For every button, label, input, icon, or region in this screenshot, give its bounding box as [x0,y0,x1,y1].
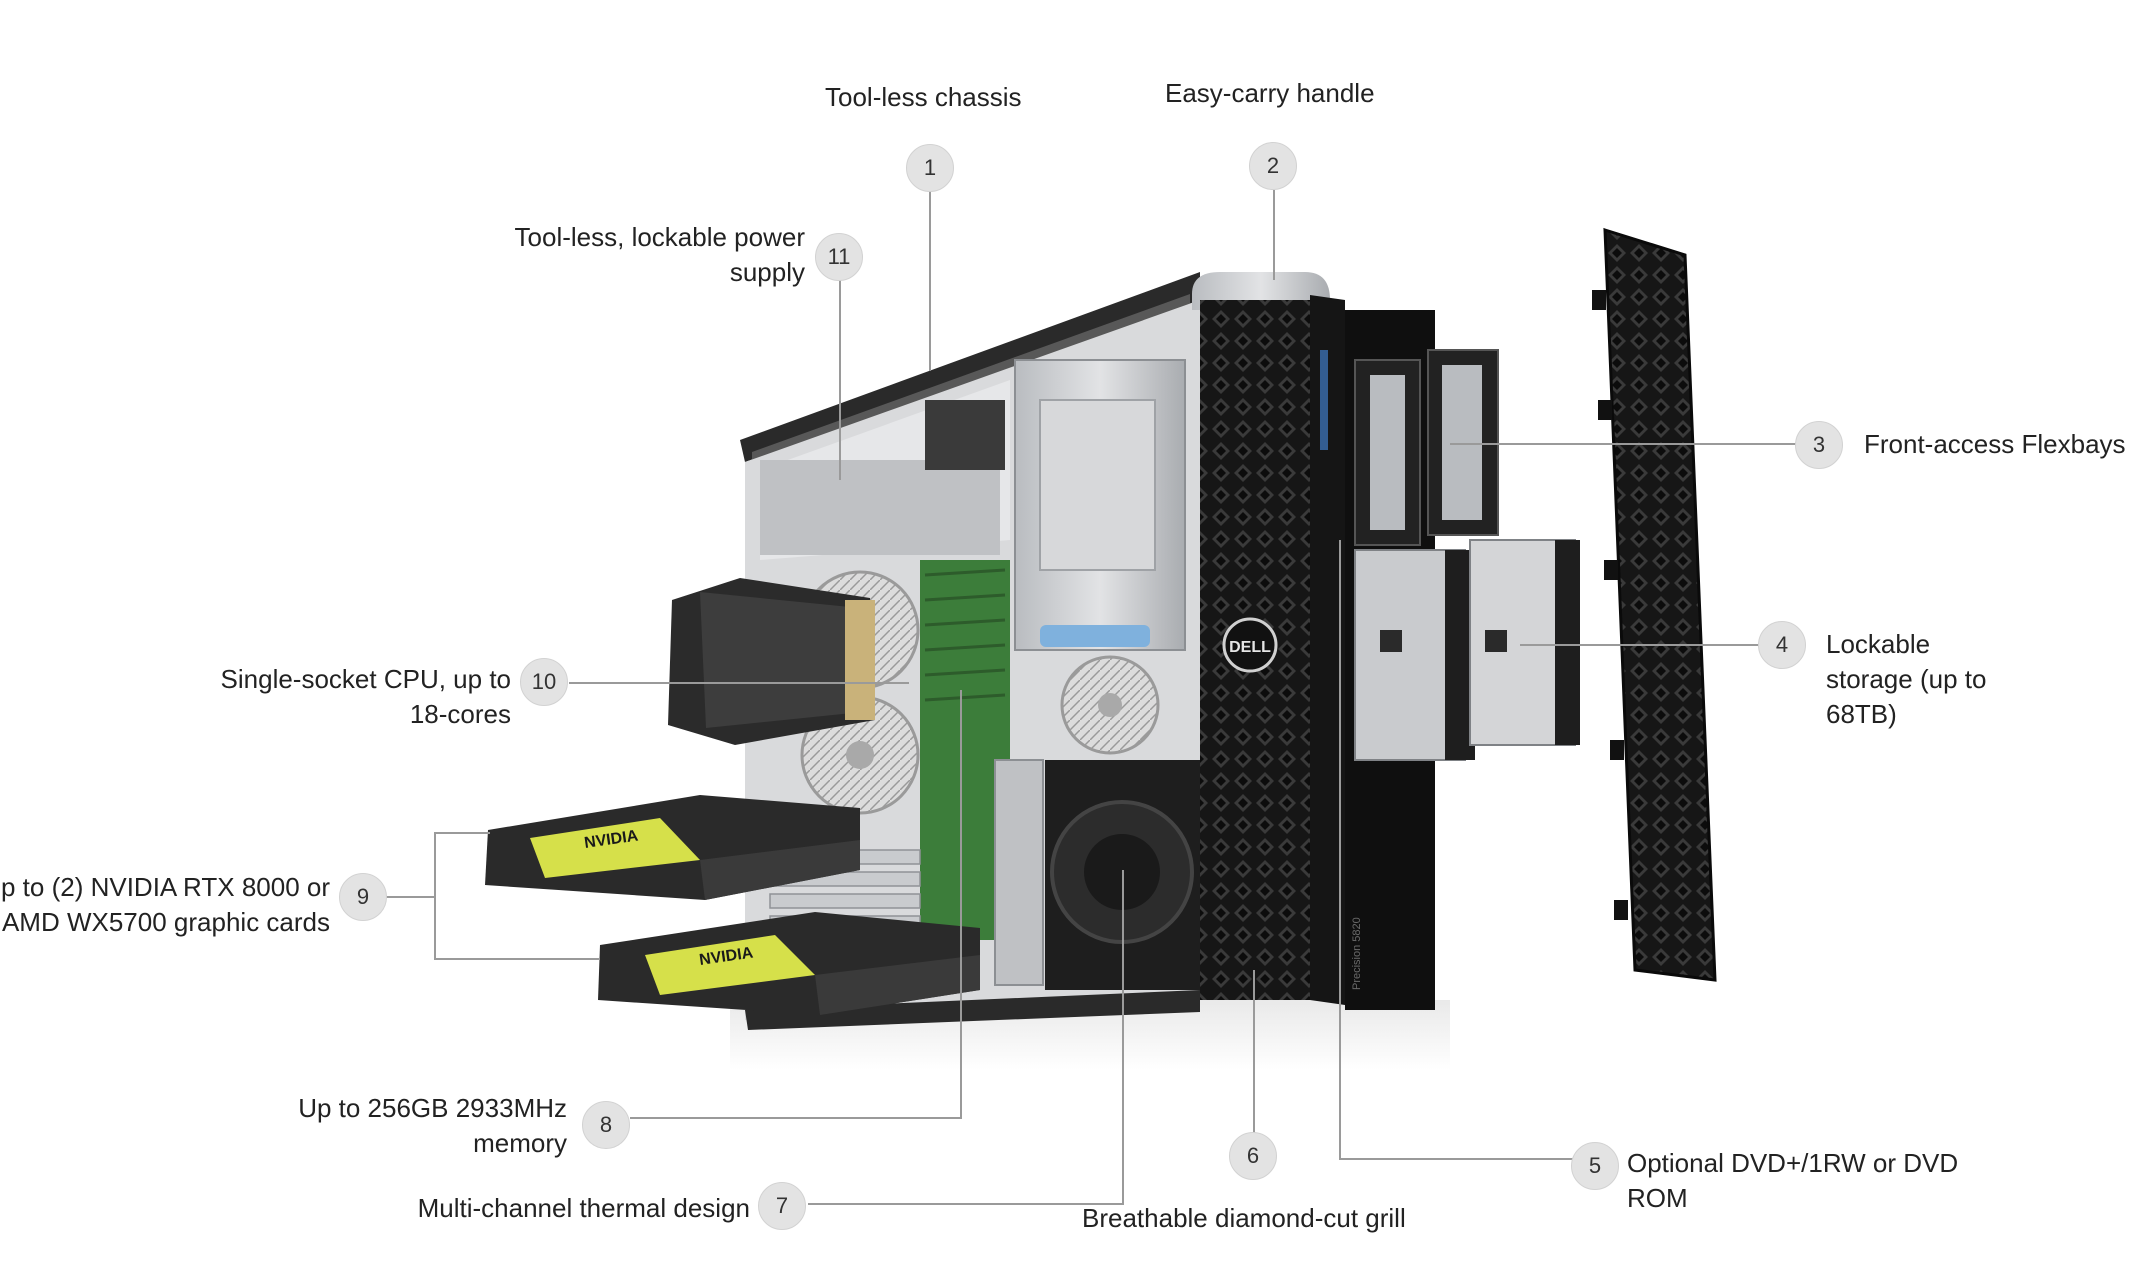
gpu-card-top: NVIDIA [485,795,860,900]
callout-11-line-2: supply [729,257,805,287]
callout-7-line-1: Multi-channel thermal design [417,1193,750,1223]
callout-badge-9: 9 [339,873,387,921]
callout-label-5: Optional DVD+/1RW or DVD ROM [1627,1146,1958,1216]
callout-8-line-1: Up to 256GB 2933MHz [298,1093,567,1123]
callout-5-line-1: Optional DVD+/1RW or DVD [1627,1148,1959,1178]
leader-line-6 [1253,970,1255,1140]
callout-1-line-1: Tool-less chassis [825,82,1022,112]
callout-badge-1: 1 [906,144,954,192]
leader-line-8a [630,1117,962,1119]
callout-8-line-2: memory [473,1128,567,1158]
dell-logo-text: DELL [1229,639,1271,656]
leader-line-5b [1339,1158,1573,1160]
gpu-card-bottom: NVIDIA [598,912,980,1015]
callout-9-line-1: Up to (2) NVIDIA RTX 8000 or [0,872,330,902]
callout-9-line-2: AMD WX5700 graphic cards [1,907,330,937]
callout-label-10: Single-socket CPU, up to 18-cores [221,662,511,732]
leader-line-9d [434,958,600,960]
leader-line-9b [434,832,436,960]
leader-line-9a [386,896,436,898]
callout-label-9: Up to (2) NVIDIA RTX 8000 or AMD WX5700 … [0,870,330,940]
removed-front-bezel [1592,227,1717,982]
callout-label-8: Up to 256GB 2933MHz memory [298,1091,567,1161]
callout-5-line-2: ROM [1627,1183,1688,1213]
callout-4-line-1: Lockable [1826,629,1931,659]
callout-label-3: Front-access Flexbays [1864,427,2126,462]
callout-badge-5: 5 [1571,1142,1619,1190]
callout-label-1: Tool-less chassis [825,80,1022,115]
leader-line-10 [569,682,909,684]
leader-line-9c [434,832,490,834]
leader-line-2 [1273,190,1275,280]
callout-badge-3: 3 [1795,421,1843,469]
leader-line-1 [929,191,931,371]
callout-badge-7: 7 [758,1182,806,1230]
leader-line-4 [1520,644,1764,646]
callout-2-line-1: Easy-carry handle [1165,78,1375,108]
callout-3-line-1: Front-access Flexbays [1864,429,2126,459]
model-text: Precision 5820 [1351,917,1363,990]
callout-label-11: Tool-less, lockable power supply [515,220,805,290]
lockable-storage-module [1354,539,1580,761]
callout-badge-4: 4 [1758,621,1806,669]
callout-badge-11: 11 [815,233,863,281]
callout-10-line-2: 18-cores [409,699,511,729]
callout-4-line-3: 68TB) [1826,699,1897,729]
leader-line-3 [1450,443,1800,445]
leader-line-7a [808,1203,1124,1205]
callout-label-4: Lockable storage (up to 68TB) [1826,627,1986,732]
callout-badge-6: 6 [1229,1132,1277,1180]
callout-label-2: Easy-carry handle [1165,76,1375,111]
callout-badge-8: 8 [582,1101,630,1149]
leader-line-11 [839,280,841,480]
callout-badge-2: 2 [1249,142,1297,190]
callout-label-7: Multi-channel thermal design [418,1191,750,1226]
leader-line-8b [960,690,962,1119]
callout-11-line-1: Tool-less, lockable power [514,222,805,252]
callout-6-line-1: Breathable diamond-cut grill [1082,1203,1406,1233]
callout-4-line-2: storage (up to [1826,664,1987,694]
callout-label-6: Breathable diamond-cut grill [1082,1201,1406,1236]
flexbay-modules [1354,349,1499,546]
leader-line-7b [1122,870,1124,1205]
leader-line-5a [1339,540,1341,1160]
callout-10-line-1: Single-socket CPU, up to [220,664,511,694]
open-chassis [668,272,1200,1030]
callout-badge-10: 10 [520,658,568,706]
